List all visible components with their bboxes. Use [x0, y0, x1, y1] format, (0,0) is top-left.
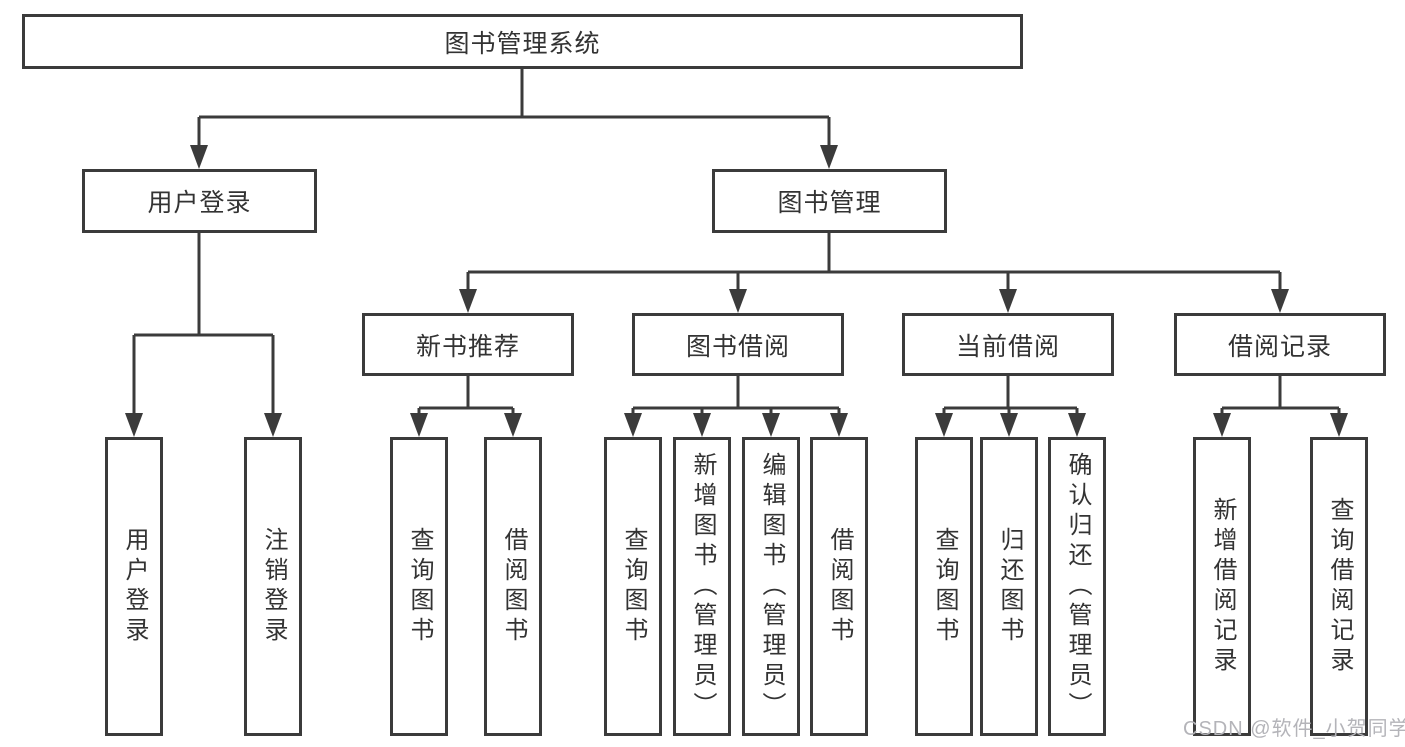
- node-current-borrowing: 当前借阅: [902, 313, 1114, 376]
- node-query-books-borrow: 查询图书: [604, 437, 662, 736]
- node-edit-book-admin: 编辑图书（管理员）: [742, 437, 800, 736]
- node-new-book-recommendation: 新书推荐: [362, 313, 574, 376]
- node-label: 查询图书: [931, 526, 958, 647]
- node-user-login-leaf: 用户登录: [105, 437, 163, 736]
- node-label: 注销登录: [260, 526, 287, 647]
- node-query-books-current: 查询图书: [915, 437, 973, 736]
- node-label: 用户登录: [121, 526, 148, 647]
- node-label: 借阅图书: [826, 526, 853, 647]
- node-label: 用户登录: [147, 189, 252, 217]
- node-user-login: 用户登录: [82, 169, 317, 233]
- node-label: 图书借阅: [685, 332, 790, 361]
- node-book-management: 图书管理: [712, 169, 947, 233]
- node-label: 新书推荐: [415, 332, 520, 361]
- node-label: 当前借阅: [955, 332, 1060, 361]
- node-label: 查询图书: [620, 526, 647, 647]
- node-label: 借阅图书: [500, 526, 527, 647]
- node-label: 图书管理: [777, 189, 882, 217]
- node-label: 新增图书（管理员）: [689, 451, 716, 722]
- node-logout: 注销登录: [244, 437, 302, 736]
- node-label: 编辑图书（管理员）: [758, 451, 785, 722]
- node-label: 借阅记录: [1227, 332, 1332, 361]
- node-add-borrow-record: 新增借阅记录: [1193, 437, 1251, 736]
- node-label: 图书管理系统: [444, 29, 601, 58]
- node-confirm-return-admin: 确认归还（管理员）: [1048, 437, 1106, 736]
- node-label: 归还图书: [996, 526, 1023, 647]
- node-add-book-admin: 新增图书（管理员）: [673, 437, 731, 736]
- node-return-books: 归还图书: [980, 437, 1038, 736]
- csdn-watermark: CSDN @软件_小贺同学: [1183, 718, 1405, 740]
- node-book-borrowing: 图书借阅: [632, 313, 844, 376]
- node-label: 查询图书: [406, 526, 433, 647]
- node-label: 新增借阅记录: [1209, 496, 1236, 677]
- node-label: 查询借阅记录: [1326, 496, 1353, 677]
- node-borrowing-records: 借阅记录: [1174, 313, 1386, 376]
- node-label: 确认归还（管理员）: [1064, 451, 1091, 722]
- node-query-borrow-record: 查询借阅记录: [1310, 437, 1368, 736]
- node-borrow-books: 借阅图书: [810, 437, 868, 736]
- node-library-management-system: 图书管理系统: [22, 14, 1023, 69]
- arrowheads: [125, 145, 1348, 437]
- node-borrow-books-rec: 借阅图书: [484, 437, 542, 736]
- node-query-books-rec: 查询图书: [390, 437, 448, 736]
